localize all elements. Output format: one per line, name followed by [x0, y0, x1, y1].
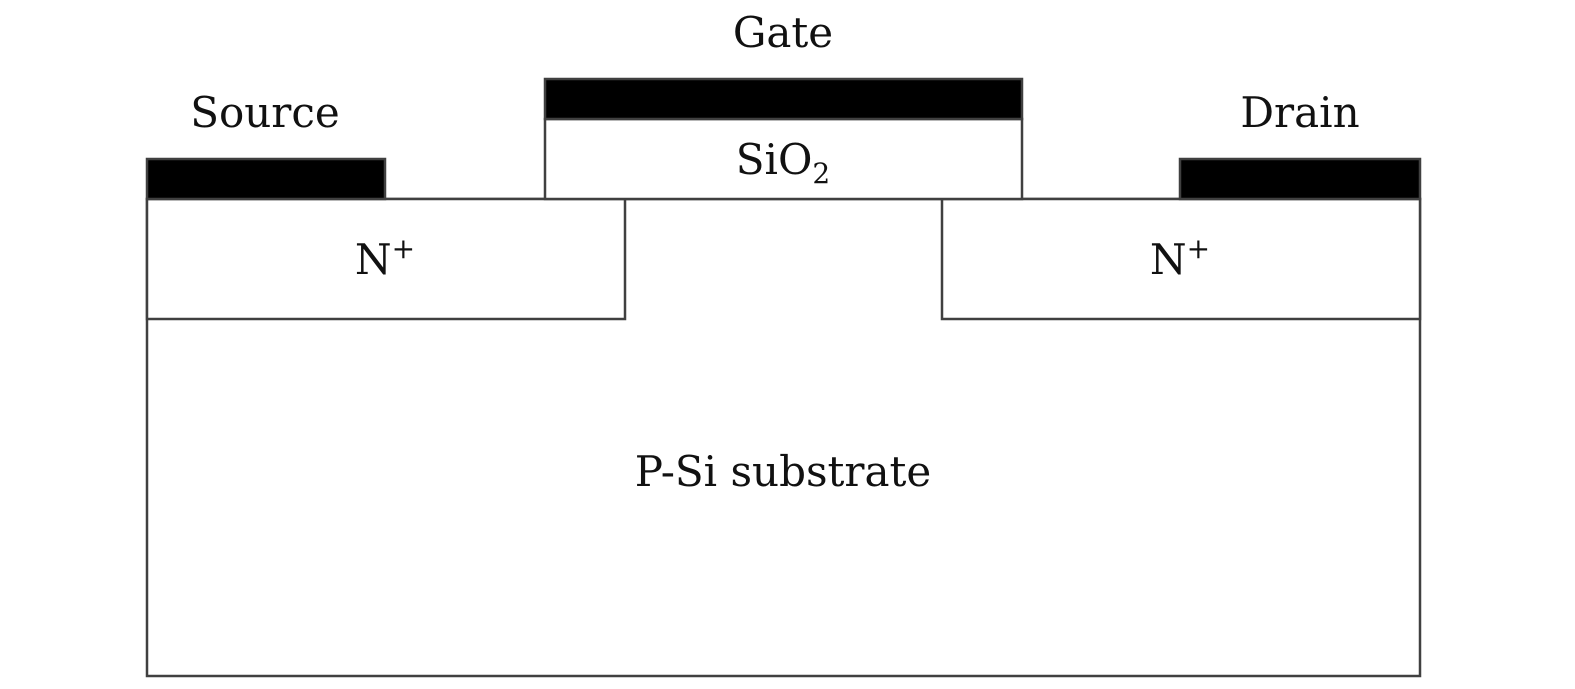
n-plus-superscript: +: [392, 232, 415, 265]
sio2-gate-oxide: [543, 117, 1024, 201]
n-plus-base: N: [355, 235, 392, 284]
source-contact: [145, 157, 387, 201]
source-label: Source: [190, 88, 340, 137]
n-plus-source-region: [145, 197, 627, 321]
drain-contact: [1178, 157, 1422, 201]
n-plus-base: N: [1150, 235, 1187, 284]
drain-label: Drain: [1240, 88, 1359, 137]
gate-label: Gate: [733, 8, 833, 57]
n-plus-superscript: +: [1187, 232, 1210, 265]
gate-contact: [543, 77, 1024, 121]
sio2-subscript: 2: [812, 157, 830, 190]
n-plus-left-label: N+: [355, 232, 415, 284]
sio2-base: SiO: [736, 135, 813, 184]
n-plus-right-label: N+: [1150, 232, 1210, 284]
sio2-label: SiO2: [736, 135, 830, 190]
substrate-label: P-Si substrate: [635, 447, 931, 496]
